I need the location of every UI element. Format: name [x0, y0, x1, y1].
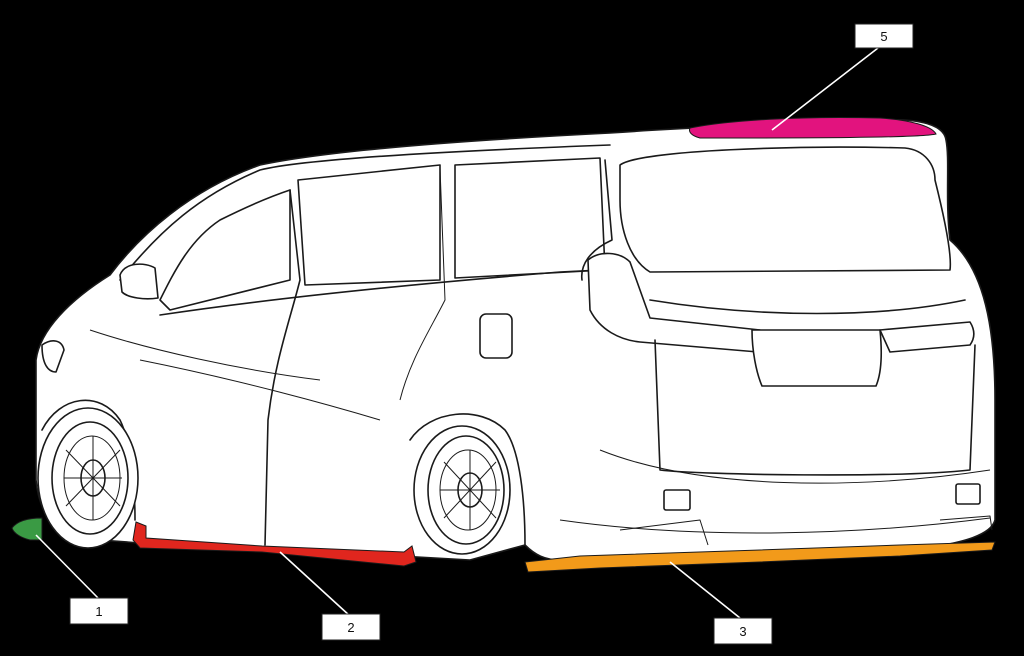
part-5-roof-spoiler [689, 117, 937, 139]
callout-label-1: 1 [95, 604, 102, 619]
leader-line-5 [771, 47, 879, 131]
callout-label-5: 5 [880, 29, 887, 44]
callout-box-2 [321, 613, 381, 641]
callout-box-3 [713, 617, 773, 645]
callout-box-1 [69, 597, 129, 625]
leader-line-1 [35, 534, 101, 601]
callout-3: 3 [669, 561, 773, 645]
van-body [35, 118, 996, 561]
rear-wheel [413, 425, 511, 555]
callout-label-3: 3 [739, 624, 746, 639]
front-wheel [37, 407, 139, 549]
leader-line-3 [669, 561, 741, 619]
callout-5: 5 [771, 23, 914, 131]
part-3-rear-diffuser [524, 541, 996, 573]
part-2-side-skirt [132, 521, 417, 567]
callout-2: 2 [279, 551, 381, 641]
callout-box-5 [854, 23, 914, 49]
leader-line-2 [279, 551, 351, 617]
callout-1: 1 [35, 534, 129, 625]
callout-label-2: 2 [347, 620, 354, 635]
